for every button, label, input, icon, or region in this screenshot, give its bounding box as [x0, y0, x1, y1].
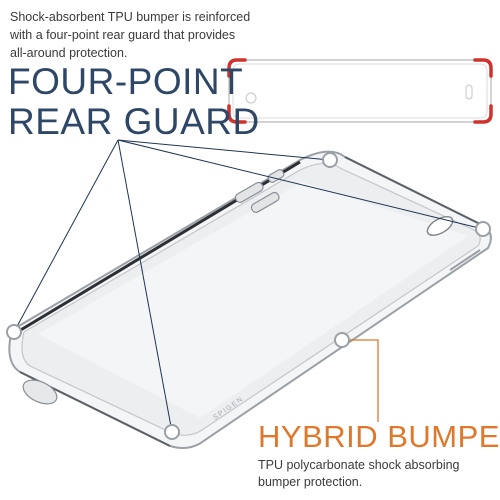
- bumper-description-line: bumper protection.: [258, 475, 363, 489]
- guard-leader-lines: [13, 139, 484, 433]
- marker-dot: [6, 324, 22, 340]
- guard-description-line: all-around protection.: [10, 46, 128, 60]
- marker-dot: [475, 221, 491, 237]
- four-point-headline-line: FOUR-POINT: [8, 61, 244, 102]
- hybrid-bumper-headline: HYBRID BUMPER: [258, 419, 500, 454]
- guard-description: Shock-absorbent TPU bumper is reinforced…: [10, 8, 280, 62]
- clear-case: SPIGEN: [8, 150, 492, 449]
- marker-dot: [164, 424, 180, 440]
- bumper-leader-line: [342, 339, 379, 422]
- guard-description-line: Shock-absorbent TPU bumper is reinforced: [10, 10, 251, 24]
- case-outline-inset: [227, 58, 493, 124]
- bumper-description: TPU polycarbonate shock absorbing bumper…: [258, 457, 493, 491]
- guard-description-line: with a four-point rear guard that provid…: [10, 28, 236, 42]
- four-point-headline: FOUR-POINT REAR GUARD: [8, 62, 260, 142]
- callout-markers: [6, 152, 491, 440]
- marker-dot: [322, 152, 338, 168]
- four-point-headline-line: REAR GUARD: [8, 101, 260, 142]
- bumper-description-line: TPU polycarbonate shock absorbing: [258, 458, 460, 472]
- marker-dot: [334, 332, 350, 348]
